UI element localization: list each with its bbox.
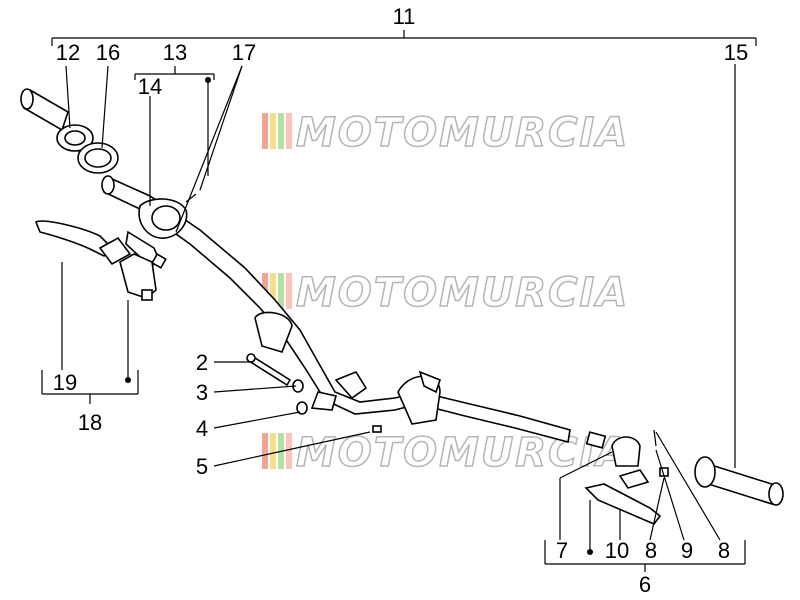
callout-8-left: 8 bbox=[645, 538, 657, 563]
left-grip bbox=[20, 88, 69, 132]
callout-10: 10 bbox=[605, 538, 629, 563]
screw-17 bbox=[185, 193, 197, 203]
callout-19: 19 bbox=[53, 370, 77, 395]
bracket-11 bbox=[51, 30, 757, 46]
callout-18: 18 bbox=[78, 410, 102, 435]
left-brake-lever bbox=[34, 220, 132, 266]
watermark-text: MOTOMURCIA bbox=[296, 270, 629, 316]
screw-9 bbox=[653, 429, 657, 447]
screw-5 bbox=[372, 425, 382, 433]
callout-3: 3 bbox=[196, 380, 208, 405]
watermark-text: MOTOMURCIA bbox=[296, 110, 629, 156]
leader-lines bbox=[61, 64, 736, 552]
right-brake-lever bbox=[584, 483, 662, 525]
callout-8-right: 8 bbox=[718, 538, 730, 563]
watermark-bottom: MOTOMURCIA bbox=[262, 429, 629, 477]
watermark-top: MOTOMURCIA bbox=[262, 109, 629, 157]
callout-16: 16 bbox=[96, 40, 120, 65]
bracket-13 bbox=[134, 66, 215, 80]
dot-13 bbox=[205, 77, 211, 83]
callout-5: 5 bbox=[196, 454, 208, 479]
bracket-6 bbox=[544, 540, 746, 572]
throttle-housing bbox=[125, 198, 188, 269]
dot-6 bbox=[587, 549, 593, 555]
callout-12: 12 bbox=[56, 40, 80, 65]
watermark-text: MOTOMURCIA bbox=[296, 430, 629, 476]
callout-14: 14 bbox=[138, 74, 162, 99]
callout-11: 11 bbox=[393, 4, 416, 29]
right-lever-holder bbox=[611, 436, 650, 489]
right-grip bbox=[694, 456, 784, 506]
callout-6: 6 bbox=[639, 572, 651, 597]
bracket-18 bbox=[41, 370, 139, 404]
callout-4: 4 bbox=[196, 416, 208, 441]
watermark-middle: MOTOMURCIA bbox=[262, 269, 629, 317]
dot-18 bbox=[125, 377, 131, 383]
left-master-cylinder bbox=[119, 253, 157, 301]
washer-4 bbox=[296, 401, 308, 415]
callout-15: 15 bbox=[724, 40, 748, 65]
grip-ring-12 bbox=[56, 124, 94, 152]
callout-13: 13 bbox=[163, 40, 187, 65]
callout-9: 9 bbox=[681, 538, 693, 563]
washer-16 bbox=[77, 142, 119, 174]
bar-end-bushing bbox=[585, 431, 607, 449]
callout-7: 7 bbox=[556, 538, 568, 563]
bolt-2 bbox=[246, 353, 292, 387]
callout-2: 2 bbox=[196, 350, 208, 375]
callout-17: 17 bbox=[232, 40, 256, 65]
